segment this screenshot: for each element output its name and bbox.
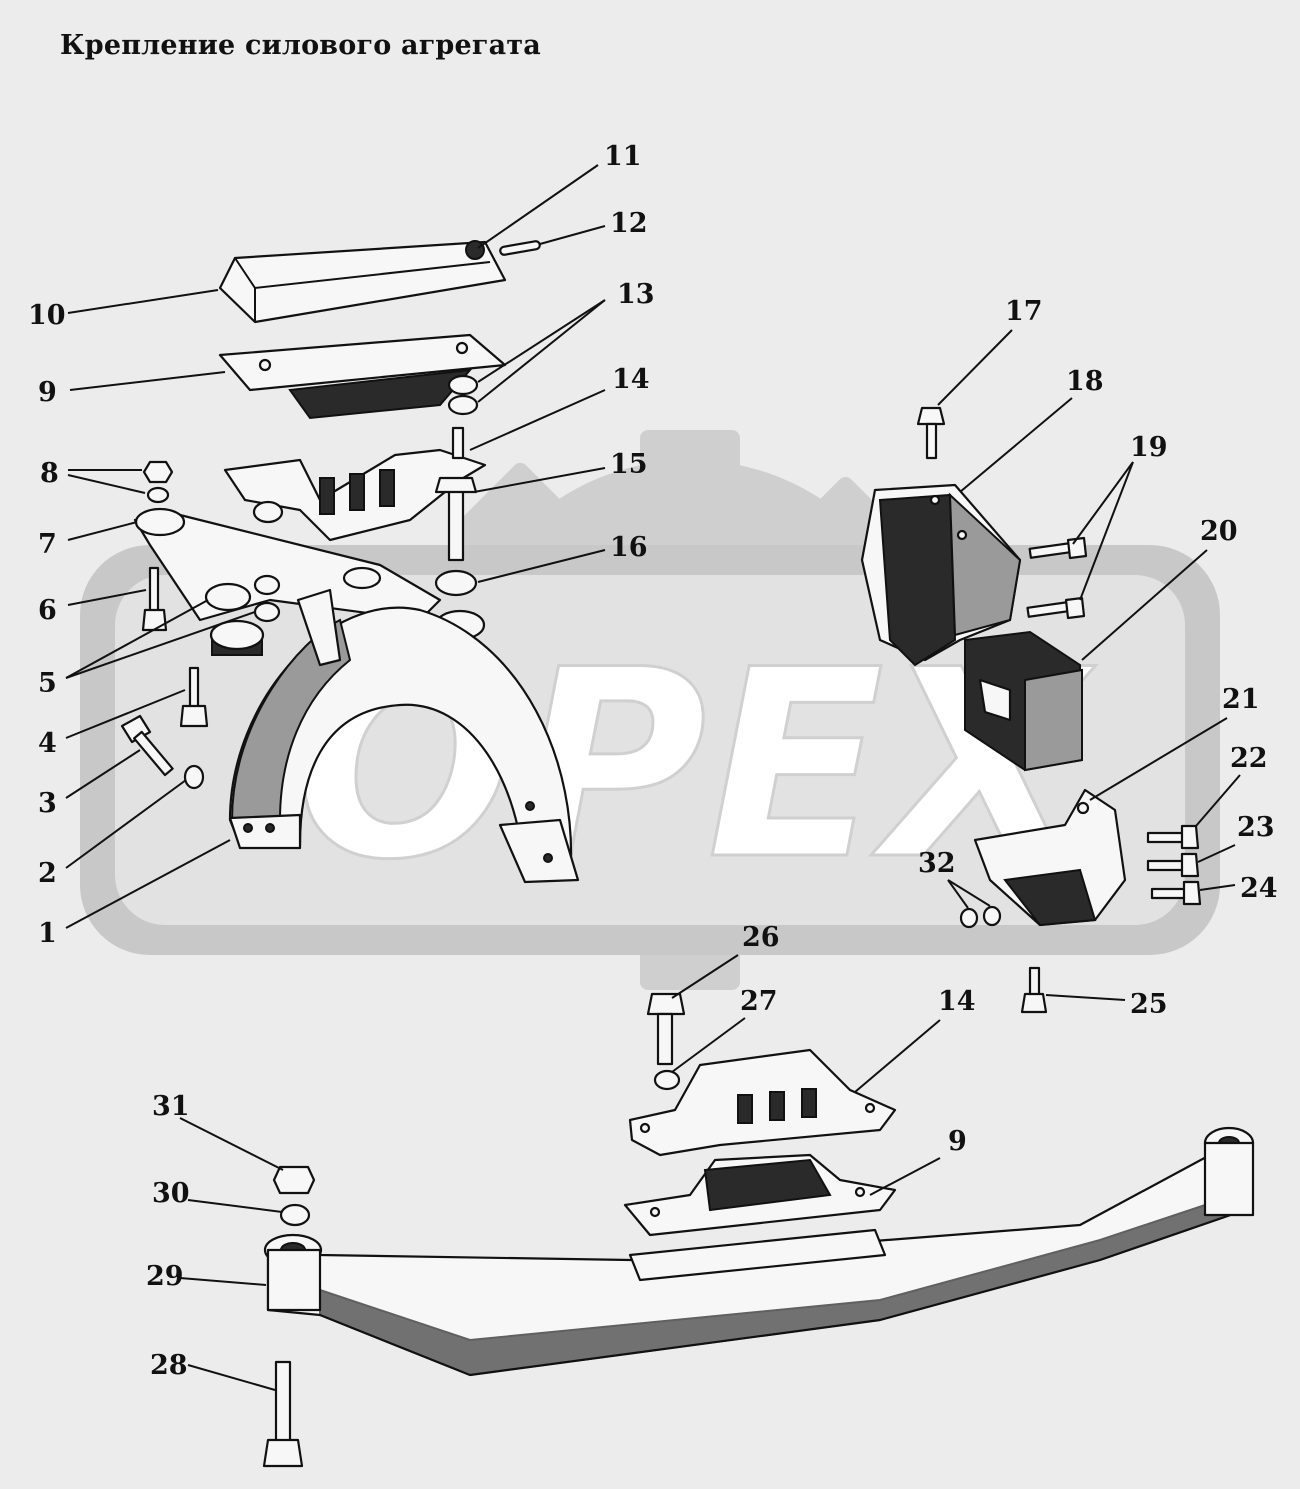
callout-22: 22 [1230,743,1268,774]
leader-lines [65,164,1241,1391]
callout-12: 12 [610,208,648,239]
part-12-cotter-pin [499,240,541,256]
part-11-nut [465,240,485,260]
part-17-bolt [916,406,946,460]
part-30-washer [279,1203,311,1227]
callout-3: 3 [38,788,57,819]
part-5-washers [204,574,281,656]
callout-10: 10 [28,300,66,331]
callout-18: 18 [1066,366,1104,397]
part-23-bolt [1146,852,1200,878]
callout-9-top: 9 [38,377,57,408]
part-2-washer [183,764,205,790]
callout-14-bottom: 14 [938,986,976,1017]
callout-24: 24 [1240,873,1278,904]
part-1-support [228,588,580,884]
callout-26: 26 [742,922,780,953]
part-22-bolt [1146,824,1200,850]
part-29-crossmember [263,1126,1255,1377]
callout-5: 5 [38,668,57,699]
callout-4: 4 [38,728,57,759]
page-title: Крепление силового агрегата [60,30,541,61]
part-15-bolt [434,426,478,562]
callout-32: 32 [918,848,956,879]
part-14-bracket-bottom [628,1048,897,1157]
callout-19: 19 [1130,432,1168,463]
callout-2: 2 [38,858,57,889]
part-26-bolt [646,992,686,1066]
callout-14-top: 14 [612,364,650,395]
part-27-washer [653,1069,681,1091]
callout-15: 15 [610,449,648,480]
part-10-cover [218,240,507,324]
part-9-pad-top [218,333,507,420]
callout-labels: 1 2 3 4 5 6 7 8 9 10 11 12 13 14 15 16 1… [28,141,1278,1381]
part-6-bolt [141,566,168,632]
part-13-washers [447,374,479,416]
callout-1: 1 [38,918,57,949]
callout-7: 7 [38,529,57,560]
callout-27: 27 [740,986,778,1017]
callout-17: 17 [1005,296,1043,327]
part-25-bolt [1020,966,1048,1014]
callout-29: 29 [146,1261,184,1292]
callout-11: 11 [604,141,642,172]
callout-16: 16 [610,532,648,563]
part-21-support [973,788,1127,927]
part-14-bracket-top [223,448,487,542]
callout-6: 6 [38,595,57,626]
part-8-nuts [142,460,174,504]
part-31-nut [272,1165,316,1195]
part-18-bracket [860,483,1022,667]
callout-13: 13 [617,279,655,310]
part-24-bolt [1150,880,1202,906]
callout-20: 20 [1200,516,1238,547]
callout-8: 8 [40,458,59,489]
part-4-bolt [179,666,209,728]
callout-30: 30 [152,1178,190,1209]
callout-23: 23 [1237,812,1275,843]
callout-31: 31 [152,1091,190,1122]
part-32-nuts [959,905,1002,929]
part-3-bolt [120,714,174,777]
part-28-bolt [262,1360,304,1468]
callout-28: 28 [150,1350,188,1381]
part-20-rubber-block [964,630,1084,772]
callout-21: 21 [1222,684,1260,715]
callout-9-bottom: 9 [948,1126,967,1157]
part-9-pad-bottom [623,1153,897,1237]
callout-25: 25 [1130,989,1168,1020]
